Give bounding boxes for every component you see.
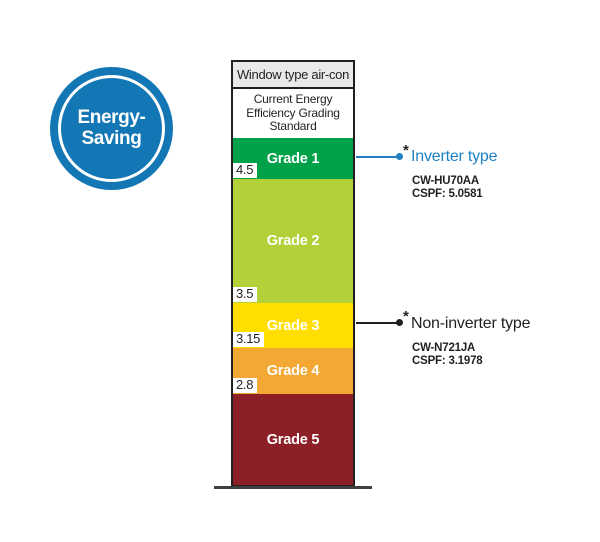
grading-column: Window type air-con Current Energy Effic… (231, 60, 355, 487)
column-base-line (214, 486, 372, 489)
grade-3-section: Grade 3 3.15 (233, 303, 353, 348)
inverter-pointer-line (356, 156, 397, 158)
grade-1-section: Grade 1 4.5 (233, 138, 353, 179)
inverter-cspf-value: CSPF: 5.0581 (412, 188, 483, 200)
grade-2-section: Grade 2 3.5 (233, 179, 353, 303)
non-inverter-cspf-value: CSPF: 3.1978 (412, 355, 483, 367)
inverter-model-number: CW-HU70AA (412, 175, 479, 187)
threshold-3-15: 3.15 (233, 332, 265, 347)
non-inverter-pointer-dot (396, 319, 403, 326)
grade-5-label: Grade 5 (266, 431, 320, 448)
non-inverter-pointer-line (356, 322, 397, 324)
badge-label-line2: Saving (81, 127, 142, 149)
grade-5-section: Grade 5 (233, 394, 353, 485)
column-subheader: Current Energy Efficiency Grading Standa… (246, 92, 340, 134)
grade-2-label: Grade 2 (266, 233, 320, 249)
inverter-type-label: Inverter type (411, 148, 498, 165)
badge-label-line1: Energy- (77, 107, 146, 128)
threshold-4-5: 4.5 (233, 163, 258, 178)
grade-3-label: Grade 3 (266, 317, 320, 334)
grade-4-label: Grade 4 (266, 363, 320, 379)
threshold-3-5: 3.5 (233, 287, 258, 302)
inverter-asterisk: * (403, 142, 409, 159)
inverter-pointer-dot (396, 153, 403, 160)
column-header: Window type air-con (233, 62, 353, 89)
threshold-2-8: 2.8 (233, 378, 258, 393)
non-inverter-model-number: CW-N721JA (412, 342, 476, 354)
grade-4-section: Grade 4 2.8 (233, 348, 353, 394)
non-inverter-asterisk: * (403, 308, 409, 325)
badge-ring (58, 75, 165, 182)
badge-label: Energy- Saving (77, 107, 146, 149)
non-inverter-type-label: Non-inverter type (411, 315, 531, 332)
grade-1-label: Grade 1 (266, 150, 320, 167)
energy-saving-badge: Energy- Saving (50, 67, 173, 190)
